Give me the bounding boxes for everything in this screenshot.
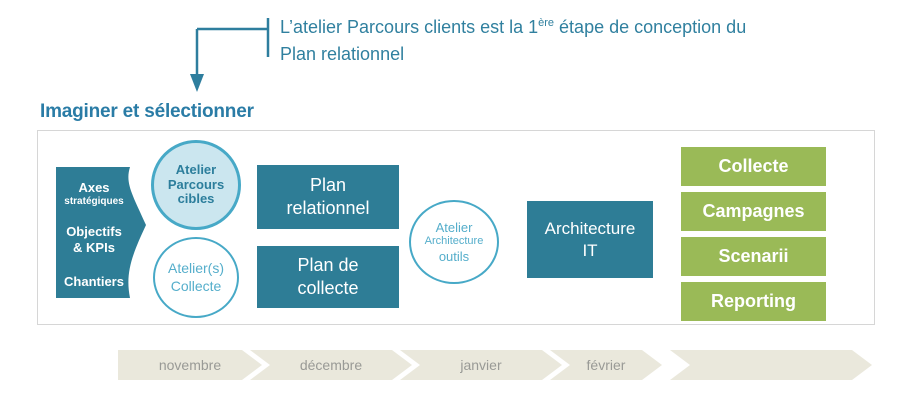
circle-atelier-parcours-cibles: Atelier Parcours cibles bbox=[151, 140, 241, 230]
month-timeline: novembre décembre janvier février bbox=[0, 350, 905, 380]
circle-atelier-architecture-outils: Atelier Architecture outils bbox=[409, 200, 499, 284]
circle-collecte-line1: Atelier(s) bbox=[167, 260, 224, 276]
circle-parcours-line1: Atelier bbox=[175, 161, 217, 177]
circle-atelier-collecte: Atelier(s) Collecte bbox=[153, 237, 239, 318]
output-box-reporting: Reporting bbox=[681, 282, 826, 321]
output-box-collecte: Collecte bbox=[681, 147, 826, 186]
section-heading: Imaginer et sélectionner bbox=[40, 101, 254, 122]
inputs-label-axes: Axes bbox=[78, 180, 110, 195]
callout-down-arrow-icon bbox=[190, 18, 270, 92]
circle-parcours-line2: Parcours bbox=[167, 176, 225, 192]
architecture-it-line1: Architecture bbox=[544, 218, 636, 238]
plan-relationnel-line1: Plan bbox=[309, 174, 347, 195]
timeline-chevron-decembre: décembre bbox=[250, 350, 412, 380]
inputs-label-kpis: & KPIs bbox=[73, 240, 115, 255]
output-box-scenarii: Scenarii bbox=[681, 237, 826, 276]
plan-collecte-line1: Plan de bbox=[297, 254, 359, 275]
plan-collecte-line2: collecte bbox=[297, 278, 359, 298]
timeline-chevron-fevrier: février bbox=[550, 350, 662, 380]
box-plan-relationnel: Plan relationnel bbox=[257, 165, 399, 229]
annotation-line2: Plan relationnel bbox=[280, 44, 405, 64]
output-box-campagnes: Campagnes bbox=[681, 192, 826, 231]
circle-archi-line2: Architecture bbox=[424, 235, 484, 248]
architecture-it-line2: IT bbox=[582, 240, 598, 260]
box-plan-de-collecte: Plan de collecte bbox=[257, 246, 399, 308]
timeline-chevron-novembre: novembre bbox=[118, 350, 262, 380]
circle-collecte-line2: Collecte bbox=[170, 277, 222, 294]
inputs-label-chantiers: Chantiers bbox=[64, 274, 124, 289]
inputs-label-strategiques: stratégiques bbox=[64, 196, 124, 207]
box-architecture-it: Architecture IT bbox=[527, 201, 653, 278]
circle-archi-line3: outils bbox=[438, 248, 470, 264]
plan-relationnel-line2: relationnel bbox=[286, 198, 370, 218]
annotation-text: L’atelier Parcours clients est la 1ère é… bbox=[280, 14, 880, 68]
inputs-label-objectifs: Objectifs bbox=[66, 224, 122, 239]
timeline-chevron-empty bbox=[670, 350, 872, 380]
annotation-line1-start: L’atelier Parcours clients est la 1 bbox=[280, 17, 539, 37]
circle-parcours-line3: cibles bbox=[177, 191, 215, 207]
annotation-line1: L’atelier Parcours clients est la 1ère é… bbox=[280, 14, 880, 41]
circle-archi-line1: Atelier bbox=[435, 219, 473, 235]
timeline-chevron-janvier: janvier bbox=[400, 350, 562, 380]
inputs-shape bbox=[56, 167, 146, 298]
annotation-superscript: ère bbox=[538, 17, 555, 29]
diagram-board: Axes stratégiques Objectifs & KPIs Chant… bbox=[37, 130, 875, 325]
annotation-line1-end: étape de conception du bbox=[554, 17, 747, 37]
